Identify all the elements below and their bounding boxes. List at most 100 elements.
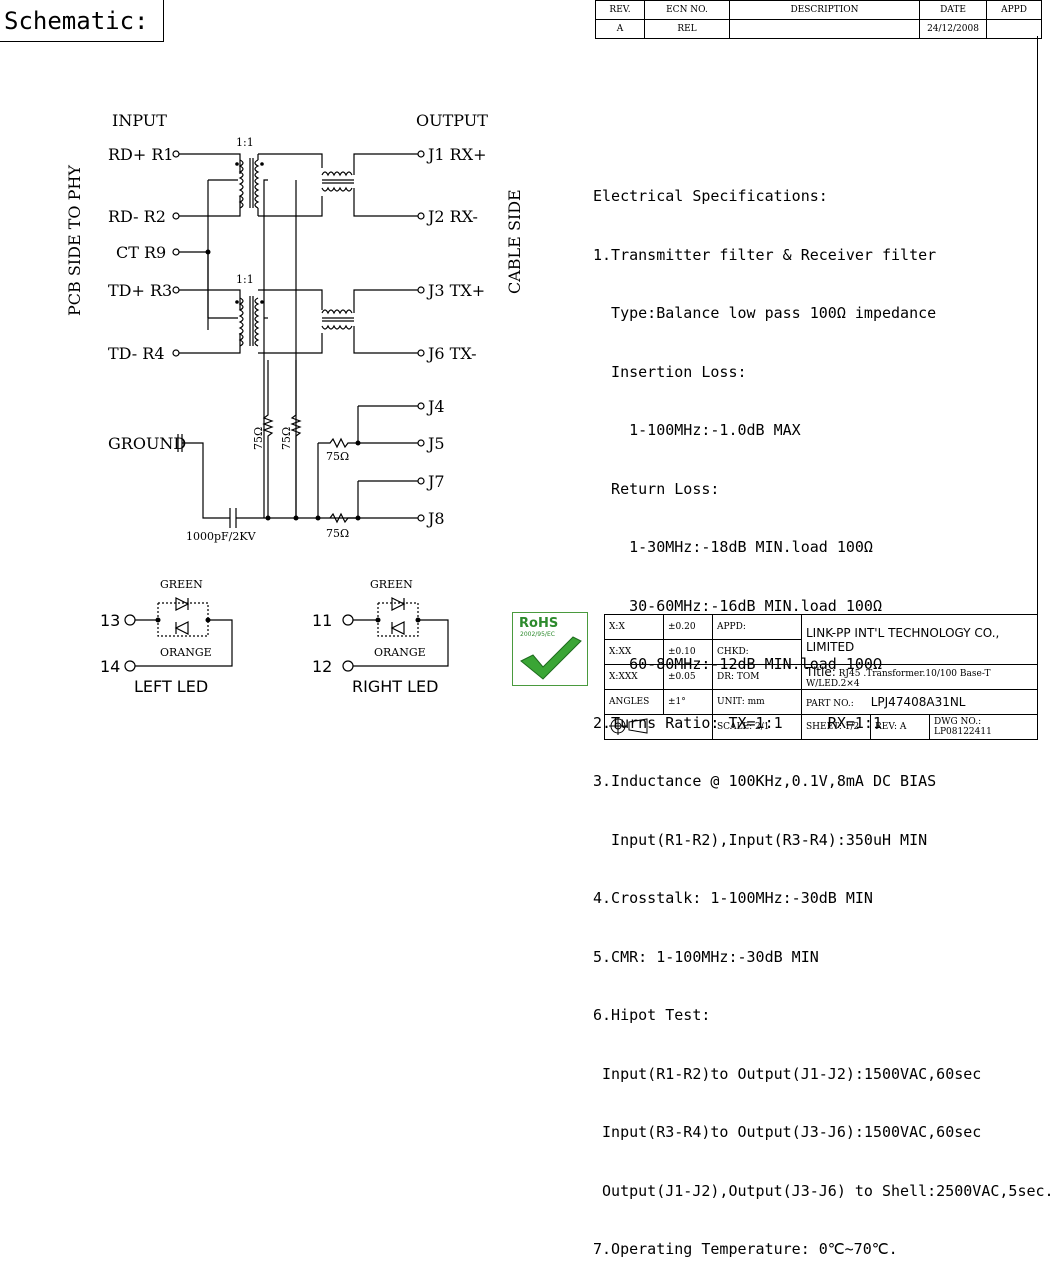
rev-cell: A [595,19,645,39]
description-cell [729,19,920,39]
ecn-col: ECN NO. [644,0,730,20]
spec-line: 7.Operating Temperature: 0℃~70℃. [593,1240,898,1258]
title-block-row: SCALE: 2/1 SHEET: 1/2 REV: A DWG NO.: LP… [604,714,1038,740]
resistor-label-a: 75Ω [252,427,265,450]
title-block-row: X:X ±0.20 APPD: LINK-PP INT'L TECHNOLOGY… [604,614,1038,665]
left-led-pin-top: 13 [100,611,120,630]
right-led-pin-top: 11 [312,611,332,630]
spec-line: Type:Balance low pass 100Ω impedance [593,304,937,322]
cable-side-label: CABLE SIDE [505,189,524,294]
ground-label: GROUND [108,434,186,453]
left-led-top-color: GREEN [160,578,203,591]
projection-symbol [604,714,713,740]
pin-ct: CT R9 [116,243,166,262]
spec-line: Input(R1-R2)to Output(J1-J2):1500VAC,60s… [593,1064,982,1083]
rev-col: REV. [595,0,645,20]
pin-j7: J7 [426,472,445,491]
output-label: OUTPUT [416,111,488,130]
appd-cell [986,19,1042,39]
spec-line: Electrical Specifications: [593,187,828,205]
right-led-caption: RIGHT LED [352,677,438,696]
drawn-by: DR: TOM [712,664,802,690]
left-led-pin-bottom: 14 [100,657,120,676]
rohs-sub: 2002/95/EC [520,631,555,638]
pin-rd-plus: RD+ R1 [108,145,174,164]
spec-line: 6.Hipot Test: [593,1006,711,1024]
spec-line: 30-60MHz:-16dB MIN.load 100Ω [593,596,882,615]
spec-line: 5.CMR: 1-100MHz:-30dB MIN [593,947,819,966]
pin-j3: J3 TX+ [426,281,485,300]
capacitor-label: 1000pF/2KV [186,530,257,543]
sheet-field: SHEET: 1/2 [801,714,871,740]
pin-rd-minus: RD- R2 [108,207,166,226]
resistor-label-c: 75Ω [326,450,349,463]
pin-j2: J2 RX- [426,207,478,226]
revision-table: REV. ECN NO. DESCRIPTION DATE APPD A REL… [595,0,1042,39]
pin-td-plus: TD+ R3 [108,281,172,300]
tol-key: ANGLES [604,689,664,715]
left-led-caption: LEFT LED [134,677,208,696]
ratio-bottom: 1:1 [236,273,254,286]
rev-field: REV: A [870,714,930,740]
right-led-pin-bottom: 12 [312,657,332,676]
schematic-diagram: INPUT OUTPUT 1:1 1:1 RD+ R1 RD- R2 CT R9… [65,111,524,696]
tol-key: X:XX [604,639,664,665]
pcb-side-label: PCB SIDE TO PHY [65,165,84,316]
spec-line: 3.Inductance @ 100KHz,0.1V,8mA DC BIAS [593,772,937,790]
spec-line: Return Loss: [593,479,720,498]
spec-line: 4.Crosstalk: 1-100MHz:-30dB MIN [593,889,873,907]
pin-j8: J8 [426,509,445,528]
spec-line: Input(R3-R4)to Output(J3-J6):1500VAC,60s… [593,1123,982,1141]
date-col: DATE [919,0,987,20]
part-field: PART NO.: LPJ47408A31NL [801,689,1038,715]
scale-field: SCALE: 2/1 [712,714,802,740]
rohs-badge: RoHS 2002/95/EC [512,612,588,686]
dwg-field: DWG NO.: LP08122411 [929,714,1038,740]
rohs-label: RoHS [519,616,559,631]
projection-icon [609,716,648,735]
revision-row: A REL 24/12/2008 [595,19,1042,39]
tol-value: ±0.05 [663,664,713,690]
company-name: LINK-PP INT'L TECHNOLOGY CO., LIMITED [801,614,1038,665]
pin-j1: J1 RX+ [426,145,487,164]
title-value: RJ45 .Transformer.10/100 Base-T W/LED.2×… [806,669,991,689]
spec-line: 1-30MHz:-18dB MIN.load 100Ω [593,538,873,556]
schematic-title: Schematic: [0,0,164,42]
pin-j4: J4 [426,397,445,416]
title-block-row: ANGLES ±1° UNIT: mm PART NO.: LPJ47408A3… [604,689,1038,715]
resistor-label-b: 75Ω [280,427,293,450]
title-block: X:X ±0.20 APPD: LINK-PP INT'L TECHNOLOGY… [604,614,1038,740]
pin-j5: J5 [426,434,445,453]
title-block-row: X:XX ±0.10 CHKD: [604,639,1038,665]
appd-field: APPD: [712,614,802,640]
ecn-cell: REL [644,19,730,39]
appd-col: APPD [986,0,1042,20]
pin-td-minus: TD- R4 [108,344,165,363]
tol-key: X:XXX [604,664,664,690]
check-icon [520,636,582,680]
unit-field: UNIT: mm [712,689,802,715]
date-cell: 24/12/2008 [919,19,987,39]
part-value: LPJ47408A31NL [870,695,966,709]
resistor-label-d: 75Ω [326,527,349,540]
tol-value: ±0.20 [663,614,713,640]
spec-line: Input(R1-R2),Input(R3-R4):350uH MIN [593,830,928,849]
title-field: Title: RJ45 .Transformer.10/100 Base-T W… [801,664,1038,690]
right-led-top-color: GREEN [370,578,413,591]
tol-value: ±1° [663,689,713,715]
spec-line: 1-100MHz:-1.0dB MAX [593,421,801,439]
right-border-line [1037,36,1038,730]
revision-header-row: REV. ECN NO. DESCRIPTION DATE APPD [595,0,1042,20]
spec-line: Output(J1-J2),Output(J3-J6) to Shell:250… [593,1181,1054,1200]
right-led-bottom-color: ORANGE [374,646,426,659]
part-label: PART NO.: [806,699,854,709]
chkd-field: CHKD: [712,639,802,665]
tol-value: ±0.10 [663,639,713,665]
ratio-top: 1:1 [236,136,254,149]
description-col: DESCRIPTION [729,0,920,20]
title-block-row: X:XXX ±0.05 DR: TOM Title: RJ45 .Transfo… [604,664,1038,690]
title-label: Title: [806,665,836,679]
spec-line: 1.Transmitter filter & Receiver filter [593,245,937,264]
tol-key: X:X [604,614,664,640]
spec-line: Insertion Loss: [593,362,747,381]
